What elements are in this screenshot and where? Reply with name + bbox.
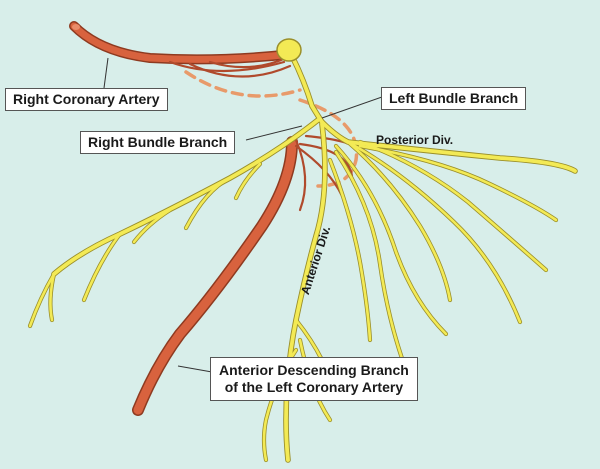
conduction-system (27, 38, 578, 463)
label-left-bundle-branch: Left Bundle Branch (381, 87, 527, 110)
label-anterior-descending-branch: Anterior Descending Branch of the Left C… (210, 357, 418, 401)
label-anterior-descending-line1: Anterior Descending Branch (219, 362, 409, 378)
label-anterior-descending-line2: of the Left Coronary Artery (224, 379, 404, 395)
right-coronary-artery (69, 21, 297, 78)
label-right-coronary-artery: Right Coronary Artery (5, 88, 168, 111)
leader-lines (103, 57, 383, 373)
label-posterior-div: Posterior Div. (376, 133, 454, 147)
label-right-bundle-branch: Right Bundle Branch (80, 131, 236, 154)
av-node (276, 38, 302, 62)
